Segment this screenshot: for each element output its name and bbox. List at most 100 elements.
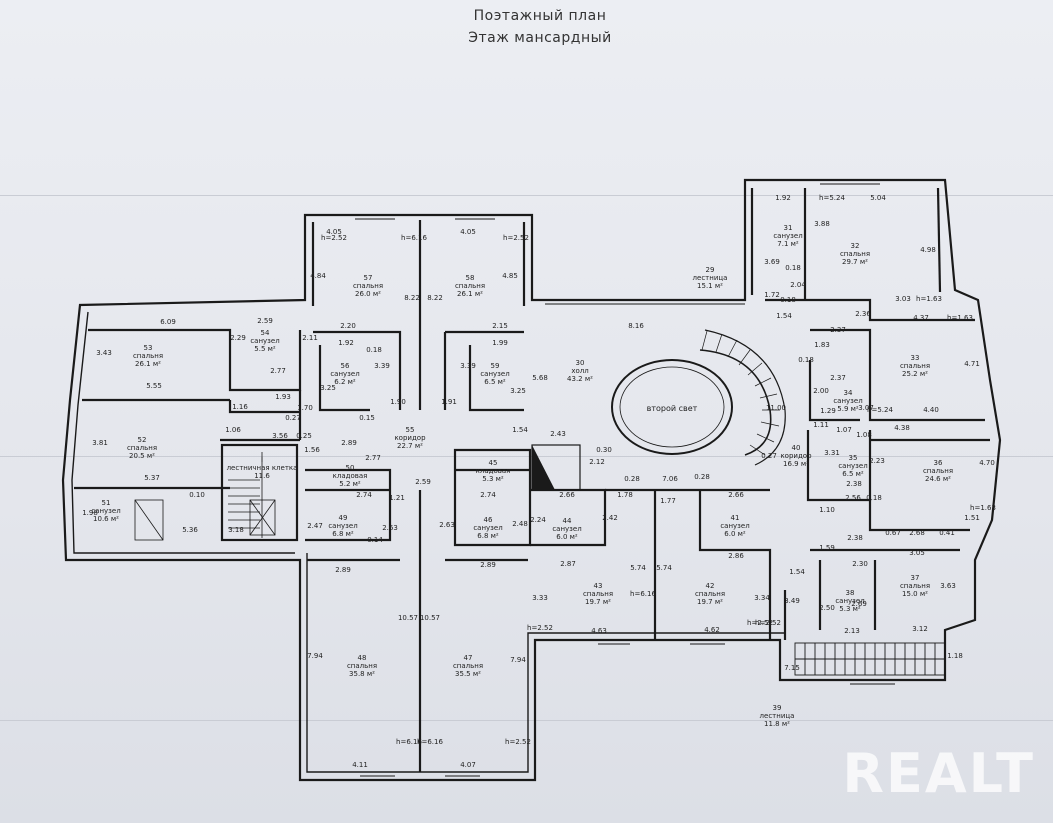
- dimension-label: 4.40: [923, 406, 939, 414]
- room-name: спальня: [453, 662, 483, 670]
- dimension-label: 1.78: [617, 491, 633, 499]
- room-area: 26.1 м²: [135, 360, 161, 368]
- dimension-label: 2.66: [728, 491, 744, 499]
- room-number: 46: [484, 516, 493, 524]
- room-area: 15.0 м²: [902, 590, 928, 598]
- room-number: 42: [706, 582, 715, 590]
- dimension-label: 2.63: [439, 521, 455, 529]
- dimension-label: 4.98: [920, 246, 936, 254]
- dimension-label: 1.72: [764, 291, 780, 299]
- dimension-label: h=2.52: [527, 624, 553, 632]
- dimension-label: 3.12: [912, 625, 928, 633]
- dimension-label: 2.23: [869, 457, 885, 465]
- room-name: санузел: [473, 524, 502, 532]
- room-name: кладовая: [476, 467, 511, 475]
- shaft-marker: [532, 445, 555, 490]
- room-number: 32: [851, 242, 860, 250]
- plan-title: Поэтажный план: [473, 8, 607, 24]
- room-number: 45: [489, 459, 498, 467]
- room-area: 5.9 м²: [837, 405, 859, 413]
- room-area: 15.1 м²: [697, 282, 723, 290]
- dimension-label: 7.94: [510, 656, 526, 664]
- room-name: спальня: [353, 282, 383, 290]
- room-area: 35.8 м²: [349, 670, 375, 678]
- room-number: 37: [911, 574, 920, 582]
- room-number: 44: [563, 517, 572, 525]
- dimension-label: 3.81: [92, 439, 108, 447]
- room-number: 58: [466, 274, 475, 282]
- dimension-label: 4.84: [310, 272, 326, 280]
- dimension-label: 5.55: [146, 382, 162, 390]
- room-name: санузел: [835, 597, 864, 605]
- dimension-label: 2.48: [512, 520, 528, 528]
- dimension-label: 0.25: [296, 432, 312, 440]
- room-name: лестничная клетка: [227, 464, 298, 472]
- paper-fold-line: [0, 195, 1053, 196]
- dimension-label: 5.36: [182, 526, 198, 534]
- room-number: 55: [406, 426, 415, 434]
- dimension-label: 3.39: [460, 362, 476, 370]
- dimension-label: 2.13: [844, 627, 860, 635]
- room-area: 20.5 м²: [129, 452, 155, 460]
- room-name: спальня: [133, 352, 163, 360]
- dimension-label: 2.20: [340, 322, 356, 330]
- room-number: 59: [491, 362, 500, 370]
- room-name: санузел: [330, 370, 359, 378]
- room-area: 6.8 м²: [332, 530, 354, 538]
- dimension-label: 3.34: [754, 594, 770, 602]
- dimension-label: 1.99: [492, 339, 508, 347]
- bath-fixture-51: [134, 499, 164, 541]
- dimension-label: 4.70: [979, 459, 995, 467]
- dimension-label: 1.90: [390, 398, 406, 406]
- dimension-label: h=2.52: [505, 738, 531, 746]
- dimension-label: 2.77: [270, 367, 286, 375]
- dimension-label: 2.43: [550, 430, 566, 438]
- dimension-label: 0.10: [189, 491, 205, 499]
- dimension-label: h=1.63: [916, 295, 942, 303]
- room-area: 19.7 м²: [697, 598, 723, 606]
- dimension-label: 2.77: [365, 454, 381, 462]
- dimension-label: 1.98: [82, 509, 98, 517]
- room-name: санузел: [480, 370, 509, 378]
- room-name: санузел: [720, 522, 749, 530]
- dimension-label: 1.21: [389, 494, 405, 502]
- dimension-label: 4.71: [964, 360, 980, 368]
- room-name: холл: [571, 367, 588, 375]
- dimension-label: 2.47: [307, 522, 323, 530]
- dimension-label: 3.63: [940, 582, 956, 590]
- dimension-label: 3.33: [532, 594, 548, 602]
- dimension-label: 7.94: [307, 652, 323, 660]
- dimension-label: h=1.63: [970, 504, 996, 512]
- room-number: 48: [358, 654, 367, 662]
- room-area: 5.3 м²: [839, 605, 861, 613]
- dimension-label: 2.42: [602, 514, 618, 522]
- dimension-label: 8.22: [404, 294, 420, 302]
- dimension-label: 1.54: [776, 312, 792, 320]
- room-area: 19.7 м²: [585, 598, 611, 606]
- dimension-label: 0.28: [694, 473, 710, 481]
- room-name: лестница: [693, 274, 728, 282]
- dimension-label: 8.16: [628, 322, 644, 330]
- dimension-label: 2.69: [851, 600, 867, 608]
- dimension-label: 2.63: [382, 524, 398, 532]
- dimension-label: 10.57: [398, 614, 418, 622]
- dimension-label: h=2.52: [321, 234, 347, 242]
- dimension-label: 1.92: [338, 339, 354, 347]
- dimension-label: 2.15: [492, 322, 508, 330]
- dimension-label: 5.74: [630, 564, 646, 572]
- dimension-label: 3.18: [228, 526, 244, 534]
